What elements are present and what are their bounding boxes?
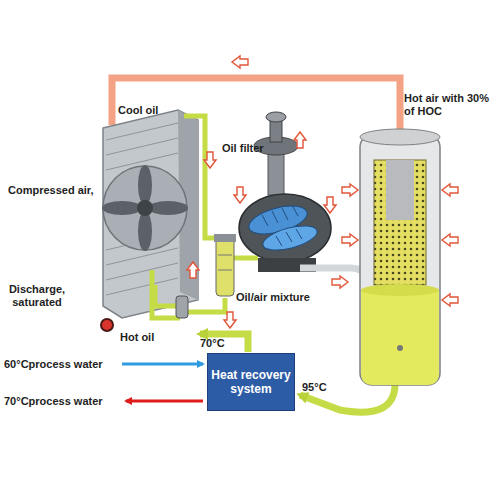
flow-arrow	[234, 187, 246, 203]
flow-arrow	[224, 312, 236, 328]
screw-compressor	[239, 112, 331, 272]
part-label: Hot air with 30% of HOC	[404, 92, 498, 118]
separator-tank	[360, 129, 440, 385]
flow-arrow	[204, 152, 216, 168]
part-label: Cool oil	[118, 104, 188, 117]
part-label: Discharge, saturated	[4, 283, 70, 309]
flow-arrow	[442, 294, 458, 306]
flow-arrow	[187, 262, 199, 278]
oil-filter	[214, 234, 236, 296]
cold-water-arrow	[122, 363, 203, 366]
discharge-valve	[101, 319, 113, 331]
part-label: 60°Cprocess water	[4, 358, 120, 371]
thermostatic-valve	[176, 296, 188, 318]
flow-arrow	[294, 132, 306, 148]
part-label: 70°C	[200, 337, 240, 350]
box-text: Heat recovery system	[211, 368, 291, 396]
part-label: Hot oil	[120, 331, 170, 344]
oil-cooler	[102, 110, 198, 318]
flow-arrow	[342, 234, 358, 246]
oil-return-arrow	[200, 334, 248, 352]
process-box: Heat recovery system	[207, 353, 295, 411]
flow-arrow	[442, 184, 458, 196]
flow-arrow	[342, 184, 358, 196]
part-label: Compressed air,	[8, 184, 104, 197]
flow-arrow	[332, 276, 348, 288]
part-label: Oil/air mixture	[236, 291, 336, 304]
flow-arrow	[442, 234, 458, 246]
part-label: Oil filter	[222, 142, 292, 155]
flow-arrow	[232, 56, 248, 68]
hot-water-arrow	[126, 400, 203, 403]
flow-arrow	[324, 197, 336, 213]
part-label: 95°C	[302, 381, 342, 394]
part-label: 70°Cprocess water	[4, 395, 124, 408]
